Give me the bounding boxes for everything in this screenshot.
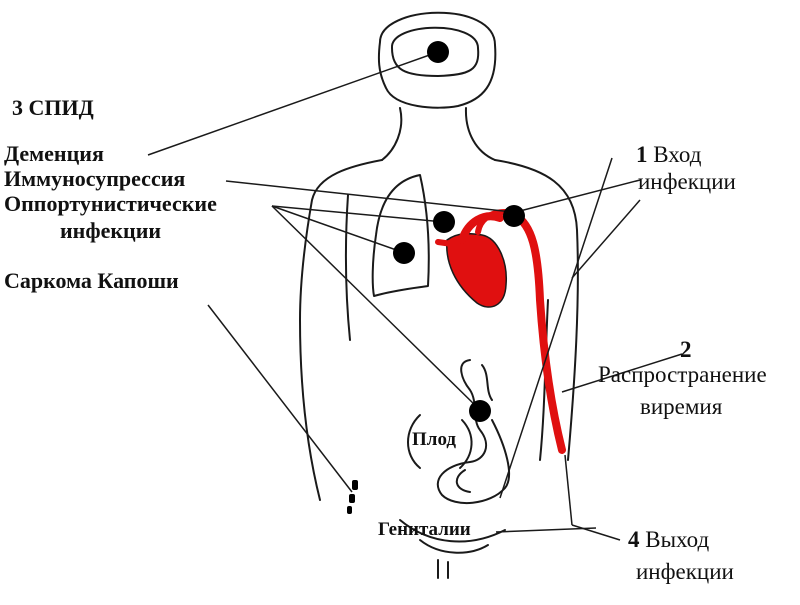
exit-leader	[495, 527, 597, 533]
opportunistic-label-line2: инфекции	[60, 218, 162, 243]
kaposi-lesion-icon	[347, 480, 358, 514]
immunosuppression-label: Иммуносупрессия	[4, 166, 186, 191]
exit-leader-arm	[564, 454, 573, 526]
opportunistic-label-line1: Оппортунистические	[4, 191, 217, 216]
immunosuppression-leader	[225, 180, 513, 213]
entry-focus-marker	[503, 205, 525, 227]
entry-leader	[515, 179, 641, 213]
opportunistic-leader-lung	[271, 205, 403, 253]
neck-right	[464, 107, 496, 161]
viremia-vessel	[511, 211, 566, 454]
left-inner-arm	[344, 194, 351, 341]
right-shoulder	[494, 159, 579, 461]
leader-lines	[147, 51, 683, 541]
pelvic-arc-lower	[419, 539, 489, 554]
dementia-leader	[147, 51, 439, 156]
exit-leader-right	[571, 524, 621, 541]
lung-focus-marker	[393, 242, 415, 264]
entry-stage-line1: Вход	[653, 142, 702, 167]
intestine-inner	[455, 364, 493, 493]
left-side-outline	[299, 159, 383, 501]
spread-stage-number: 2	[680, 337, 692, 362]
opportunistic-leader-chest	[271, 205, 445, 223]
aids-stage-text: СПИД	[28, 95, 94, 120]
exit-stage-label: 4 Выход	[628, 528, 709, 551]
head-outline	[377, 11, 497, 109]
exit-stage-number: 4	[628, 527, 640, 552]
dementia-label: Деменция	[4, 141, 104, 166]
opportunistic-leader-gut	[271, 205, 479, 409]
gut-focus-marker	[469, 400, 491, 422]
womb-arc-right	[459, 419, 473, 469]
lung-outline	[371, 174, 430, 297]
kaposi-label: Саркома Капоши	[4, 268, 179, 293]
spread-leader	[561, 353, 683, 393]
brain-focus-marker	[427, 41, 449, 63]
exit-stage-line1: Выход	[645, 527, 710, 552]
genitals-leader	[499, 157, 613, 499]
entry-stage-number: 1	[636, 142, 648, 167]
entry-leader-arm	[571, 199, 641, 279]
aids-stage-label: 3 СПИД	[12, 97, 94, 119]
chest-focus-marker	[433, 211, 455, 233]
leg-start	[437, 559, 449, 579]
heart-icon	[435, 209, 508, 308]
infection-foci	[393, 41, 525, 422]
body-outline	[299, 11, 579, 579]
entry-stage-label: 1 Вход	[636, 143, 701, 166]
exit-stage-line2: инфекции	[636, 559, 734, 584]
pelvic-arc	[399, 519, 506, 543]
womb-arc-left	[407, 414, 421, 469]
neck-left	[381, 107, 403, 161]
fetus-label: Плод	[412, 429, 457, 450]
spread-stage-line2: виремия	[640, 394, 723, 419]
brain-outline	[390, 26, 480, 77]
right-inner-arm	[539, 299, 549, 461]
aids-stage-number: 3	[12, 95, 23, 120]
spread-stage-line1: Распространение	[598, 362, 767, 387]
kaposi-leader	[207, 304, 353, 493]
genitals-label: Гениталии	[378, 519, 471, 540]
entry-stage-line2: инфекции	[638, 169, 736, 194]
